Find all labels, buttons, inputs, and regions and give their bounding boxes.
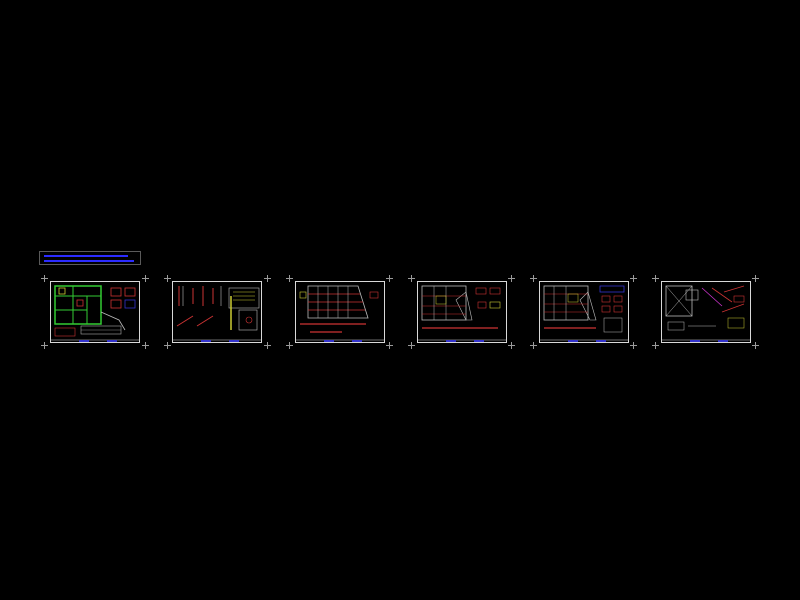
crosshair-marker — [41, 342, 48, 349]
crosshair-marker — [142, 342, 149, 349]
crosshair-marker — [652, 275, 659, 282]
crosshair-marker — [386, 342, 393, 349]
sheet-6-drawing — [662, 285, 750, 342]
title-text-line-1 — [44, 255, 128, 257]
crosshair-marker — [142, 275, 149, 282]
crosshair-marker — [630, 342, 637, 349]
drawing-sheet-4[interactable] — [417, 281, 507, 343]
drawing-title-block[interactable] — [39, 251, 141, 265]
crosshair-marker — [286, 275, 293, 282]
title-text-line-2 — [44, 260, 134, 262]
drawing-sheet-2[interactable] — [172, 281, 262, 343]
sheet-5-drawing — [540, 285, 628, 342]
crosshair-marker — [530, 275, 537, 282]
sheet-1-drawing — [51, 285, 139, 342]
crosshair-marker — [164, 342, 171, 349]
crosshair-marker — [264, 342, 271, 349]
crosshair-marker — [41, 275, 48, 282]
crosshair-marker — [264, 275, 271, 282]
crosshair-marker — [652, 342, 659, 349]
crosshair-marker — [752, 342, 759, 349]
drawing-sheet-3[interactable] — [295, 281, 385, 343]
sheet-2-drawing — [173, 286, 261, 342]
crosshair-marker — [386, 275, 393, 282]
crosshair-marker — [508, 342, 515, 349]
sheet-3-drawing — [296, 285, 384, 342]
crosshair-marker — [630, 275, 637, 282]
crosshair-marker — [408, 275, 415, 282]
crosshair-marker — [164, 275, 171, 282]
crosshair-marker — [752, 275, 759, 282]
crosshair-marker — [408, 342, 415, 349]
drawing-sheet-5[interactable] — [539, 281, 629, 343]
sheet-4-drawing — [418, 285, 506, 342]
crosshair-marker — [286, 342, 293, 349]
drawing-sheet-6[interactable] — [661, 281, 751, 343]
crosshair-marker — [530, 342, 537, 349]
drawing-sheet-1[interactable] — [50, 281, 140, 343]
crosshair-marker — [508, 275, 515, 282]
